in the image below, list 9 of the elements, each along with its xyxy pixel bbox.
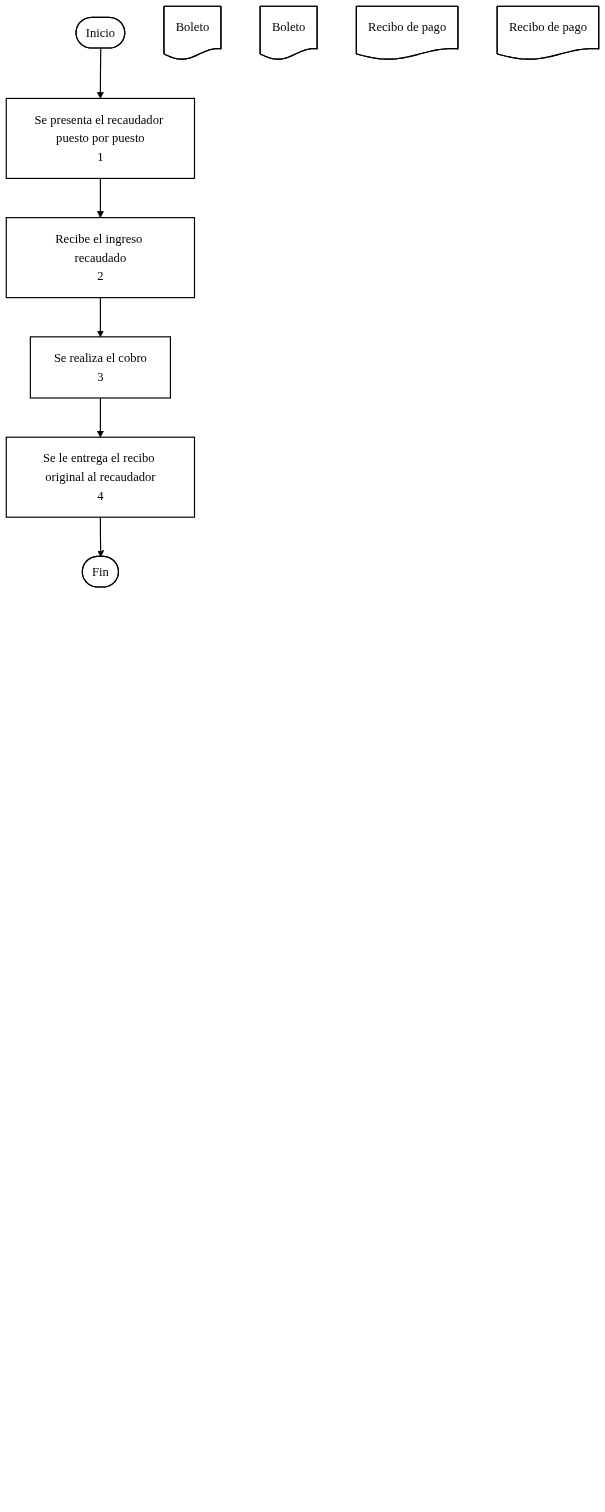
arrow — [96, 397, 104, 438]
arrow — [97, 516, 105, 558]
arrow — [96, 47, 104, 99]
node-box: Se presenta el recaudador puesto por puesto 1 — [5, 97, 196, 179]
arrow — [96, 177, 104, 218]
node-box: Se realiza el cobro 3 — [29, 336, 171, 399]
node-box: Recibe el ingreso recaudado 2 — [5, 217, 196, 299]
node-box: Se le entrega el recibo original al recaudador 4 — [5, 436, 196, 518]
arrow — [96, 297, 104, 338]
